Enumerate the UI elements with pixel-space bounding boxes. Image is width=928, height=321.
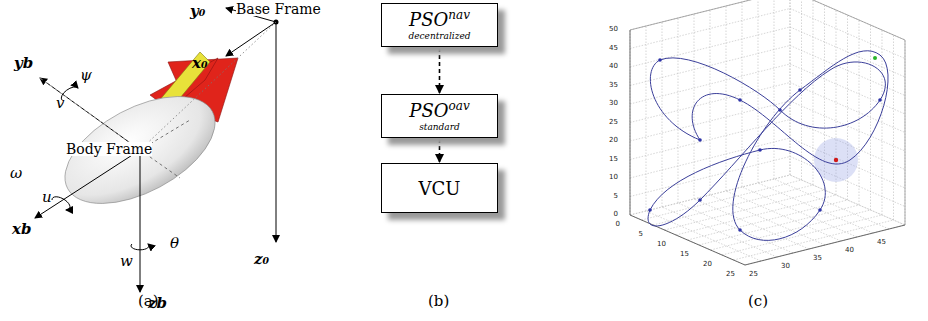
velocity-label: v	[56, 96, 64, 111]
tick-label: 30	[609, 100, 618, 107]
grid-line	[790, 0, 791, 175]
process-box: PSOoav standard	[381, 94, 498, 138]
grid-line	[758, 183, 873, 233]
tick-label: 50	[609, 26, 618, 33]
grid-line	[642, 180, 802, 220]
subscript-text: standard	[419, 122, 460, 132]
frame-label: Body Frame	[66, 142, 152, 156]
trajectory-plot	[630, 0, 905, 265]
tick-label: 40	[845, 247, 854, 254]
superscript-text: oav	[449, 99, 470, 113]
tick-label: 10	[657, 241, 666, 248]
grid-line	[870, 25, 871, 210]
trajectory-curve	[648, 51, 888, 241]
grid-line	[710, 195, 825, 245]
grid-line	[742, 187, 857, 237]
dashed-arrow	[439, 139, 441, 162]
angle-label: θ	[170, 236, 179, 251]
grid-line	[630, 215, 745, 265]
tick-label: 45	[609, 45, 618, 52]
tick-label: 15	[609, 156, 618, 163]
velocity-label: u	[42, 190, 52, 205]
grid-line	[745, 225, 905, 265]
angle-label: ω	[10, 166, 22, 181]
math-row: PSOnav	[409, 9, 470, 28]
grid-line	[630, 0, 790, 30]
grid-line	[790, 0, 905, 40]
grid-line	[905, 40, 906, 225]
grid-line	[774, 179, 889, 229]
panel-label: (b)	[428, 294, 449, 309]
grid-line	[734, 220, 894, 260]
tick-label: 10	[609, 174, 618, 181]
grid-line	[688, 200, 848, 240]
angle-label: ψ	[80, 68, 92, 83]
tick-label: 40	[609, 63, 618, 70]
grid-line	[790, 175, 905, 225]
panel-label: (c)	[748, 294, 768, 309]
symbol-text: PSO	[409, 100, 448, 121]
tick-label: 0	[616, 221, 620, 228]
grid-line	[711, 210, 871, 250]
grid-line	[694, 199, 809, 249]
grid-line	[630, 30, 631, 215]
axis-label: yb	[14, 56, 33, 71]
grid-line	[630, 0, 790, 30]
grid-line	[905, 40, 906, 225]
grid-line	[758, 0, 759, 183]
dashed-arrow	[439, 48, 441, 93]
tick-label: 0	[614, 211, 618, 218]
superscript-text: nav	[448, 8, 470, 22]
tick-label: 35	[609, 82, 618, 89]
tick-label: 5	[614, 193, 618, 200]
grid-line	[630, 27, 790, 67]
grid-line	[662, 207, 777, 257]
grid-line	[630, 9, 790, 49]
axis-label: xb	[12, 222, 31, 237]
tick-label: 25	[609, 119, 618, 126]
grid-line	[745, 225, 905, 265]
tick-label: 20	[609, 137, 618, 144]
box-text: VCU	[419, 178, 461, 199]
process-box: PSOnav decentralized	[381, 3, 498, 47]
blimp-figure	[35, 8, 279, 292]
grid-line	[742, 2, 743, 187]
grid-line	[710, 10, 711, 195]
grid-line	[630, 30, 631, 215]
math-row: PSOoav	[409, 100, 469, 119]
grid-line	[859, 20, 860, 205]
tick-label: 5	[639, 231, 643, 238]
grid-line	[726, 6, 727, 191]
panel-label: (a)	[138, 294, 159, 309]
tick-label: 20	[703, 261, 712, 268]
frame-label: Base Frame	[236, 2, 321, 16]
tick-label: 35	[813, 255, 822, 262]
velocity-label: w	[120, 254, 133, 269]
grid-line	[893, 35, 894, 220]
subscript-text: decentralized	[408, 31, 470, 41]
tick-label: 30	[781, 263, 790, 270]
grid-line	[790, 0, 905, 40]
grid-line	[790, 9, 905, 59]
grid-line	[630, 215, 745, 265]
tick-label: 15	[680, 251, 689, 258]
grid-line	[790, 0, 791, 175]
process-box: VCU	[381, 163, 498, 213]
tick-label: 25	[726, 271, 735, 278]
grid-line	[774, 0, 775, 179]
tick-label: 25	[749, 271, 758, 278]
tick-label: 45	[877, 239, 886, 246]
axis-label: z₀	[254, 252, 269, 267]
axis-label: x₀	[192, 56, 208, 71]
symbol-text: PSO	[409, 9, 448, 30]
grid-line	[726, 191, 841, 241]
axis-label: y₀	[190, 4, 205, 19]
